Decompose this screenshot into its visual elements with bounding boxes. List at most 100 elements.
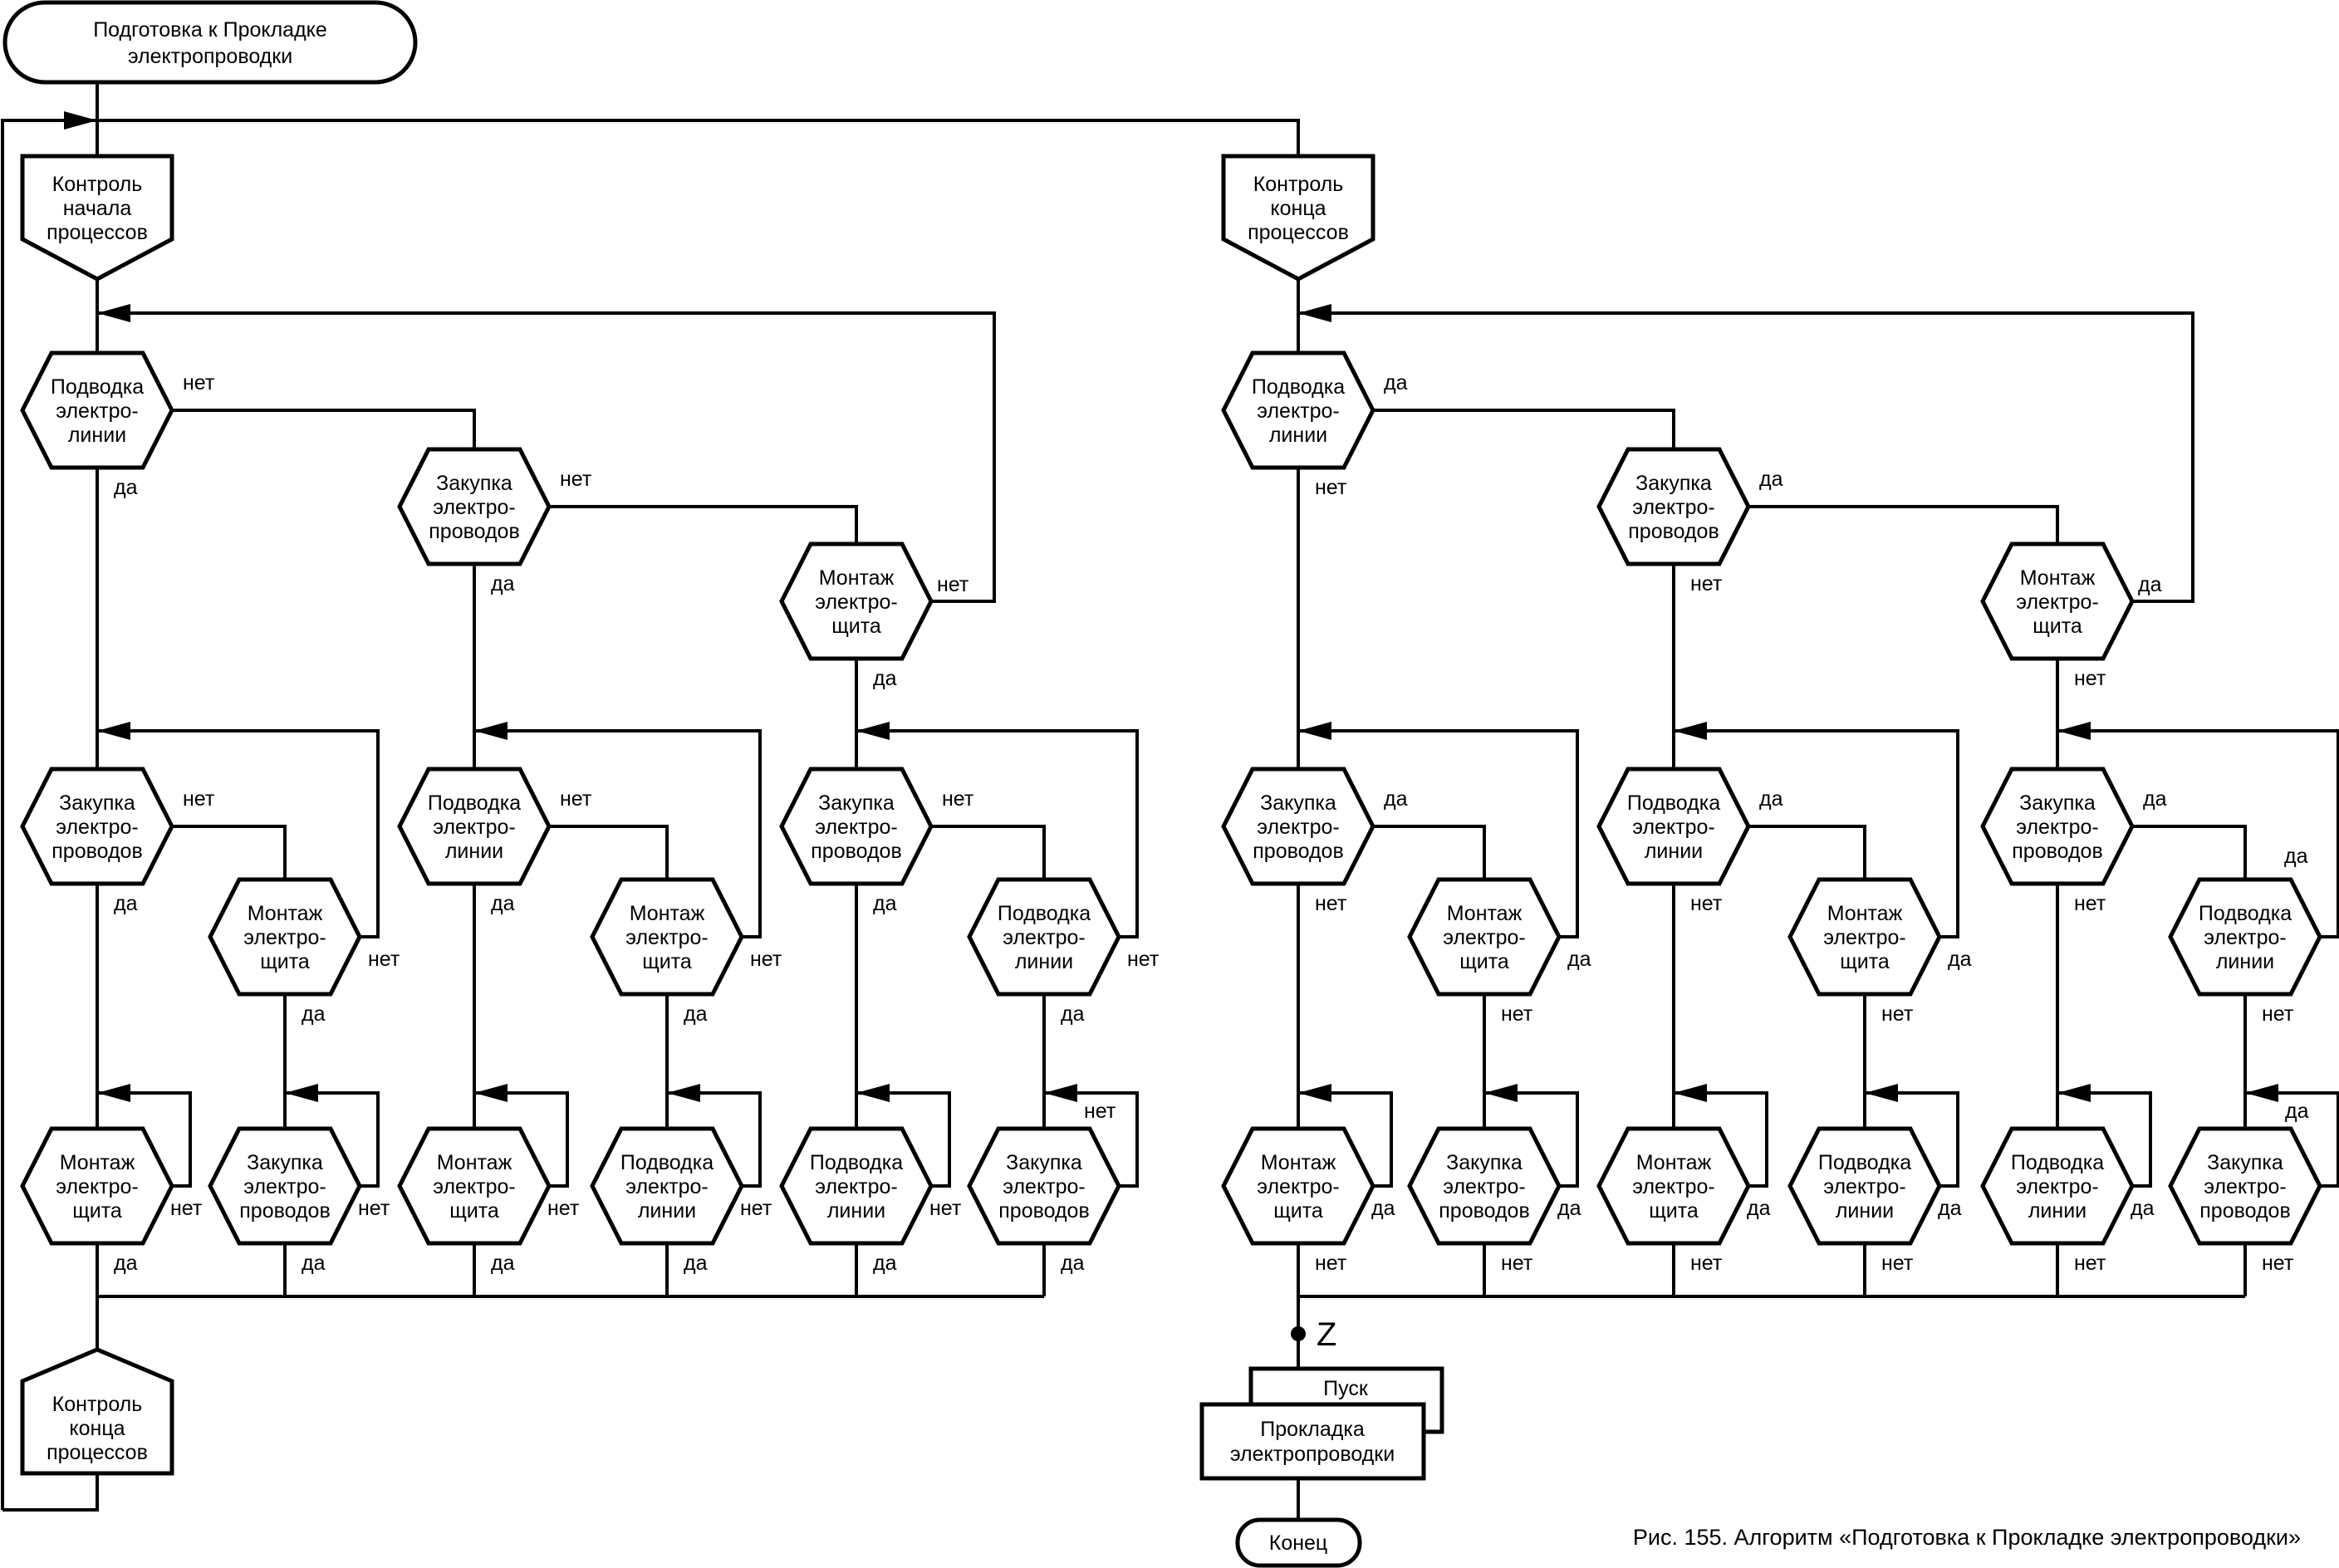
right-top-decision-1-text: электро- [1257,399,1340,423]
branch-label: да [2143,787,2167,811]
arrow-left-icon [97,722,130,740]
right-group-1-decision-1-text: Закупка [1260,791,1336,815]
branch-label: да [1567,948,1591,971]
right-group-3-wait-a-text: линии [2028,1199,2086,1223]
left-group-2-wait-b-text: электро- [625,1175,709,1198]
right-control-box-text: Контроль [1253,173,1344,196]
left-group-3-wait-a-text: линии [827,1199,885,1223]
branch-label: да [873,667,897,690]
right-group-2-feedback [1674,729,1959,938]
left-group-1-decision-2 [208,877,362,997]
right-top-decision-3 [1980,541,2135,661]
right-group-2-wait-a-text: щита [1649,1199,1699,1223]
right-top-decision-2 [1596,447,1751,566]
end-terminal [1235,1517,1362,1568]
right-group-3-feedback [2057,729,2339,938]
left-group-1-decision-1 [20,767,174,886]
left-group-1-decision-2-text: электро- [243,926,326,949]
branch-label: нет [929,1197,962,1220]
figure-caption: Рис. 155. Алгоритм «Подготовка к Проклад… [1633,1525,2301,1550]
right-group-2-wait-a-text: электро- [1632,1175,1715,1198]
right-group-3-decision-2-text: Подводка [2199,902,2292,925]
right-top-decision-1 [1221,350,1375,470]
launch-process-text: Прокладка [1260,1418,1365,1441]
left-top-feedback [97,311,996,603]
right-top-decision-2-text: Закупка [1635,472,1712,495]
launch-label: Пуск [1323,1377,1369,1400]
branch-label: да [1384,787,1408,811]
right-group-2-decision-2-text: Монтаж [1827,902,1903,925]
left-top-exit-2 [549,505,858,544]
connector-lines [1,82,2339,1520]
arrow-left-icon [2245,1084,2278,1102]
left-group-2-decision-2 [590,877,744,997]
left-top-decision-1-text: электро- [56,399,139,423]
arrow-left-icon [1865,1084,1898,1102]
right-group-3-wait-b [2168,1126,2322,1246]
right-loop-2a [1674,1091,1768,1188]
start-terminal-text: Подготовка к Прокладке [93,18,327,42]
right-group-2-wait-b-text: линии [1836,1199,1894,1223]
arrow-left-icon [2057,1084,2091,1102]
right-group-1-decision-2 [1407,877,1562,997]
branch-label: нет [358,1197,390,1220]
launch-process-box [1199,1402,1426,1481]
left-group-2-wait-b [590,1126,744,1246]
launch-process-text: электропроводки [1230,1443,1395,1466]
left-group-2-decision-1-text: электро- [433,816,516,839]
left-top-decision-3 [779,541,934,661]
branch-label: нет [183,787,215,811]
left-top-decision-3-text: электро- [815,590,898,614]
left-top-decision-3-text: щита [831,615,881,638]
arrow-left-icon [1298,1084,1331,1102]
left-group-1-wait-b-text: Закупка [247,1151,323,1174]
arrow-right-icon [64,111,97,130]
right-group-3-exit-1 [2132,825,2247,880]
arrow-left-icon [1484,1084,1518,1102]
right-group-1-wait-b-text: Закупка [1446,1151,1523,1174]
left-group-3-decision-2-text: линии [1015,950,1073,973]
left-group-2-wait-a [397,1126,552,1246]
right-group-3-decision-1-text: электро- [2016,816,2099,839]
right-group-2-decision-1 [1596,767,1751,886]
right-top-decision-3-text: электро- [2016,590,2099,614]
branch-label: нет [1315,892,1347,915]
arrow-left-icon [856,722,890,740]
branch-label: нет [1315,476,1347,499]
branch-label: да [302,1002,326,1026]
right-group-2-wait-b-text: Подводка [1818,1151,1911,1174]
left-group-2-wait-a-text: Монтаж [437,1151,512,1174]
left-group-3-decision-1-text: электро- [815,816,898,839]
branch-label: да [2284,845,2308,868]
right-group-2-decision-1-text: Подводка [1627,791,1720,815]
right-top-exit-1 [1373,409,1675,449]
right-group-2-decision-2-text: щита [1840,950,1890,973]
branch-label: да [2285,1100,2309,1123]
start-terminal-text: электропроводки [128,45,292,68]
left-group-2-exit-1 [549,825,669,880]
left-group-3-decision-2 [967,877,1121,997]
right-control-box-text: конца [1270,197,1326,220]
right-group-1-exit-1 [1373,825,1486,880]
branch-label: да [114,892,138,915]
right-group-2-decision-2-text: электро- [1823,926,1906,949]
arrow-left-icon [1674,1084,1707,1102]
left-group-3-wait-b-text: Закупка [1006,1151,1082,1174]
left-control-box-text: Контроль [52,173,143,196]
branch-label: да [114,476,138,499]
left-group-2-wait-a-text: электро- [433,1175,516,1198]
branch-label: нет [560,468,592,491]
branch-label: нет [1501,1252,1533,1275]
right-group-3-decision-2-text: электро- [2204,926,2287,949]
right-group-1-decision-2-text: щита [1459,950,1509,973]
right-group-2-wait-b-text: электро- [1823,1175,1906,1198]
right-top-decision-2-text: проводов [1628,520,1719,543]
left-top-exit-1 [172,409,476,449]
right-group-1-decision-2-text: электро- [1443,926,1526,949]
right-group-3-decision-1-text: Закупка [2019,791,2096,815]
branch-label: нет [1127,948,1160,971]
branch-label: нет [170,1197,203,1220]
branch-label: нет [1084,1100,1116,1123]
